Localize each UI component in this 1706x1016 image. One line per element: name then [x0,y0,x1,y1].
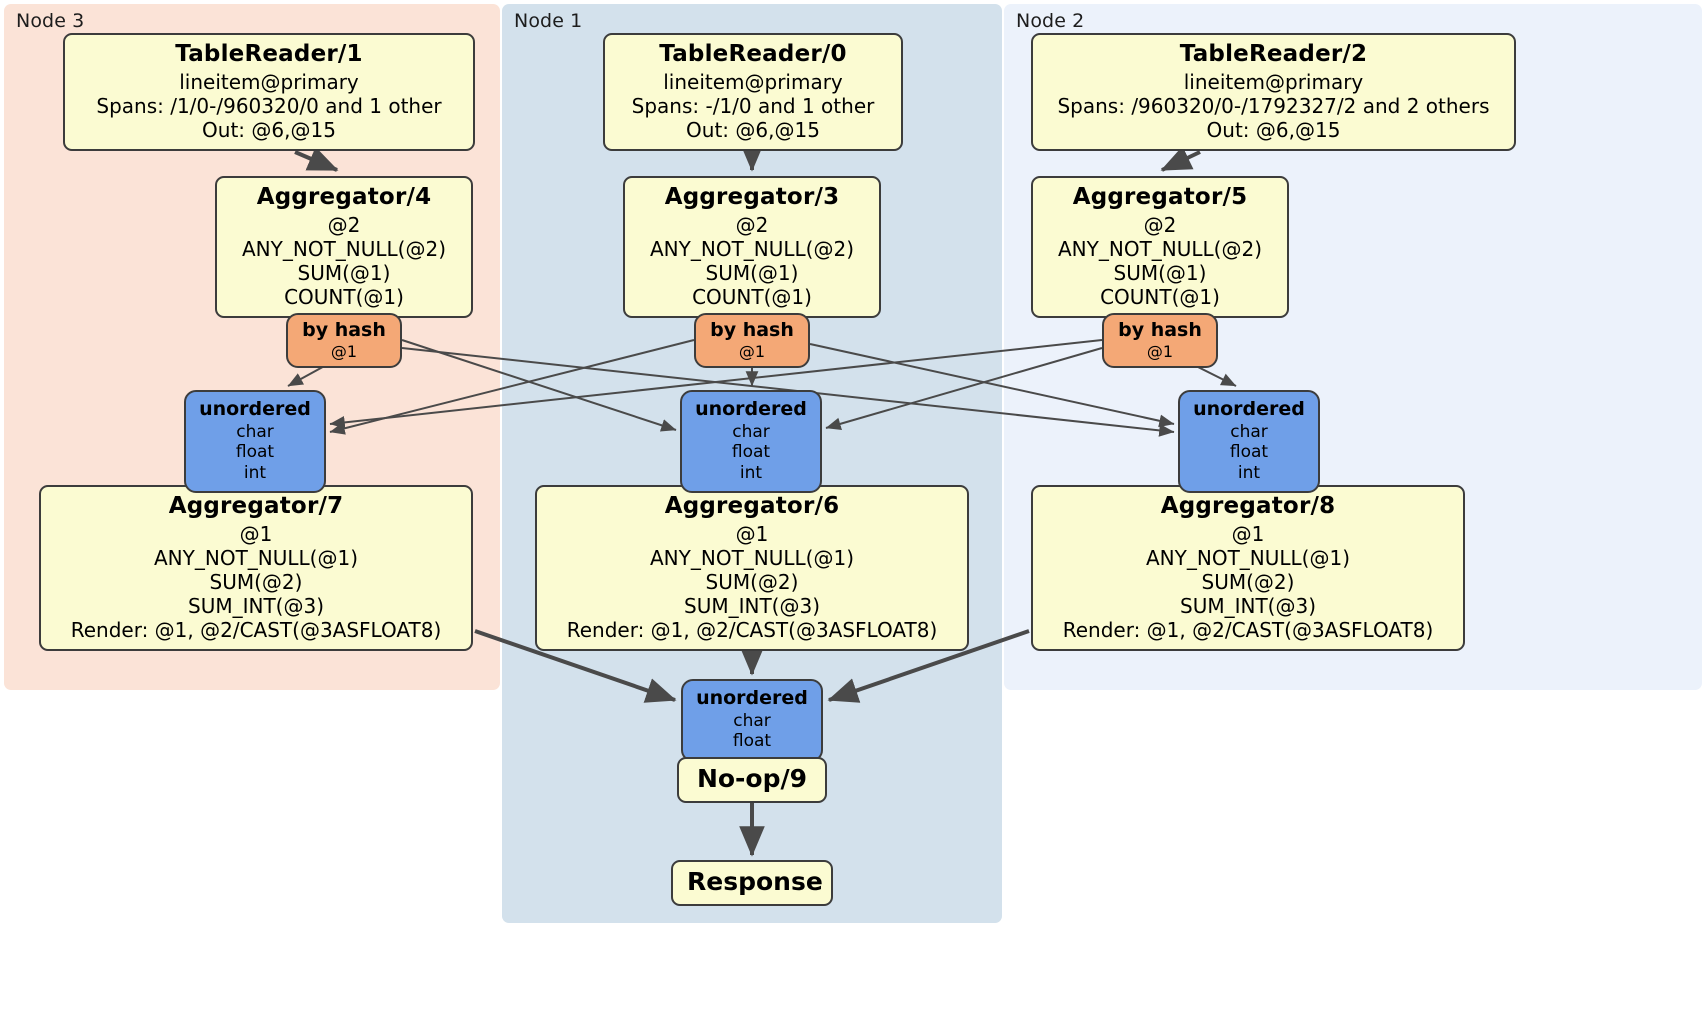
node-panel-label: Node 2 [1016,10,1085,32]
synchronizer-type: char [732,421,770,442]
processor-detail: lineitem@primary [179,69,359,94]
processor-detail: ANY_NOT_NULL(@1) [154,545,358,570]
response-node[interactable]: Response [671,860,833,906]
processor-detail: SUM_INT(@3) [188,593,324,618]
processor-detail: @1 [239,521,273,546]
synchronizer-type: float [1229,442,1269,463]
processor-title: Aggregator/6 [664,493,840,519]
processor-detail: Out: @6,@15 [1206,117,1341,142]
synchronizer-type: float [732,731,772,752]
synchronizer-title: unordered [199,398,311,420]
processor-detail: SUM(@1) [297,260,391,285]
processor-detail: Spans: -/1/0 and 1 other [631,93,875,118]
processor-title: No-op/9 [696,764,808,793]
processor-detail: COUNT(@1) [692,284,812,309]
processor-aggregator-8[interactable]: Aggregator/8 @1 ANY_NOT_NULL(@1) SUM(@2)… [1031,485,1465,651]
processor-title: Aggregator/7 [168,493,344,519]
processor-aggregator-6[interactable]: Aggregator/6 @1 ANY_NOT_NULL(@1) SUM(@2)… [535,485,969,651]
synchronizer-title: unordered [1193,398,1305,420]
processor-detail: Out: @6,@15 [686,117,820,142]
synchronizer-unordered-node3[interactable]: unordered char float int [184,390,326,493]
router-by-hash-aggregator-4[interactable]: by hash @1 [286,313,402,368]
processor-tablereader-1[interactable]: TableReader/1 lineitem@primary Spans: /1… [63,33,475,151]
router-title: by hash [710,319,794,341]
response-label: Response [687,867,823,896]
processor-detail: Spans: /1/0-/960320/0 and 1 other [96,93,442,118]
processor-aggregator-5[interactable]: Aggregator/5 @2 ANY_NOT_NULL(@2) SUM(@1)… [1031,176,1289,318]
node-panel-label: Node 3 [16,10,85,32]
processor-noop-9[interactable]: No-op/9 [677,757,827,803]
synchronizer-unordered-node1[interactable]: unordered char float int [680,390,822,493]
processor-aggregator-7[interactable]: Aggregator/7 @1 ANY_NOT_NULL(@1) SUM(@2)… [39,485,473,651]
node-panel-label: Node 1 [514,10,583,32]
router-detail: @1 [738,341,766,361]
processor-detail: ANY_NOT_NULL(@2) [242,236,446,261]
processor-detail: ANY_NOT_NULL(@2) [1058,236,1262,261]
processor-render-detail: Render: @1, @2/CAST(@3ASFLOAT8) [1062,617,1434,642]
processor-title: TableReader/1 [175,41,363,67]
processor-aggregator-4[interactable]: Aggregator/4 @2 ANY_NOT_NULL(@2) SUM(@1)… [215,176,473,318]
synchronizer-title: unordered [695,398,807,420]
processor-detail: @1 [1231,521,1265,546]
synchronizer-type: int [243,462,267,483]
router-detail: @1 [330,341,358,361]
synchronizer-title: unordered [696,687,808,709]
processor-detail: lineitem@primary [663,69,843,94]
processor-detail: ANY_NOT_NULL(@2) [650,236,854,261]
processor-detail: @1 [735,521,769,546]
processor-detail: SUM(@1) [705,260,799,285]
processor-title: Aggregator/5 [1072,184,1248,210]
processor-detail: COUNT(@1) [284,284,404,309]
synchronizer-type: int [1237,462,1261,483]
synchronizer-type: float [731,442,771,463]
processor-detail: SUM(@1) [1113,260,1207,285]
processor-title: TableReader/2 [1179,41,1368,67]
router-by-hash-aggregator-3[interactable]: by hash @1 [694,313,810,368]
synchronizer-type: char [733,710,771,731]
synchronizer-type: char [1230,421,1268,442]
processor-detail: SUM_INT(@3) [1180,593,1316,618]
processor-aggregator-3[interactable]: Aggregator/3 @2 ANY_NOT_NULL(@2) SUM(@1)… [623,176,881,318]
processor-detail: Out: @6,@15 [202,117,336,142]
synchronizer-type: int [739,462,763,483]
processor-detail: ANY_NOT_NULL(@1) [650,545,854,570]
processor-detail: @2 [1143,212,1177,237]
processor-detail: SUM(@2) [209,569,303,594]
processor-detail: Spans: /960320/0-/1792327/2 and 2 others [1057,93,1490,118]
processor-title: TableReader/0 [659,41,847,67]
router-title: by hash [1118,319,1202,341]
processor-title: Aggregator/8 [1160,493,1336,519]
synchronizer-unordered-node2[interactable]: unordered char float int [1178,390,1320,493]
processor-title: Aggregator/3 [664,184,840,210]
router-title: by hash [302,319,386,341]
processor-render-detail: Render: @1, @2/CAST(@3ASFLOAT8) [566,617,938,642]
processor-detail: COUNT(@1) [1100,284,1220,309]
processor-title: Aggregator/4 [256,184,432,210]
processor-detail: ANY_NOT_NULL(@1) [1146,545,1350,570]
processor-detail: SUM_INT(@3) [684,593,820,618]
processor-detail: @2 [327,212,361,237]
processor-detail: SUM(@2) [1201,569,1295,594]
router-detail: @1 [1146,341,1174,361]
processor-render-detail: Render: @1, @2/CAST(@3ASFLOAT8) [70,617,442,642]
processor-tablereader-0[interactable]: TableReader/0 lineitem@primary Spans: -/… [603,33,903,151]
synchronizer-unordered-final[interactable]: unordered char float [681,679,823,762]
processor-tablereader-2[interactable]: TableReader/2 lineitem@primary Spans: /9… [1031,33,1516,151]
synchronizer-type: char [236,421,274,442]
synchronizer-type: float [235,442,275,463]
processor-detail: SUM(@2) [705,569,799,594]
processor-detail: lineitem@primary [1183,69,1364,94]
processor-detail: @2 [735,212,769,237]
router-by-hash-aggregator-5[interactable]: by hash @1 [1102,313,1218,368]
